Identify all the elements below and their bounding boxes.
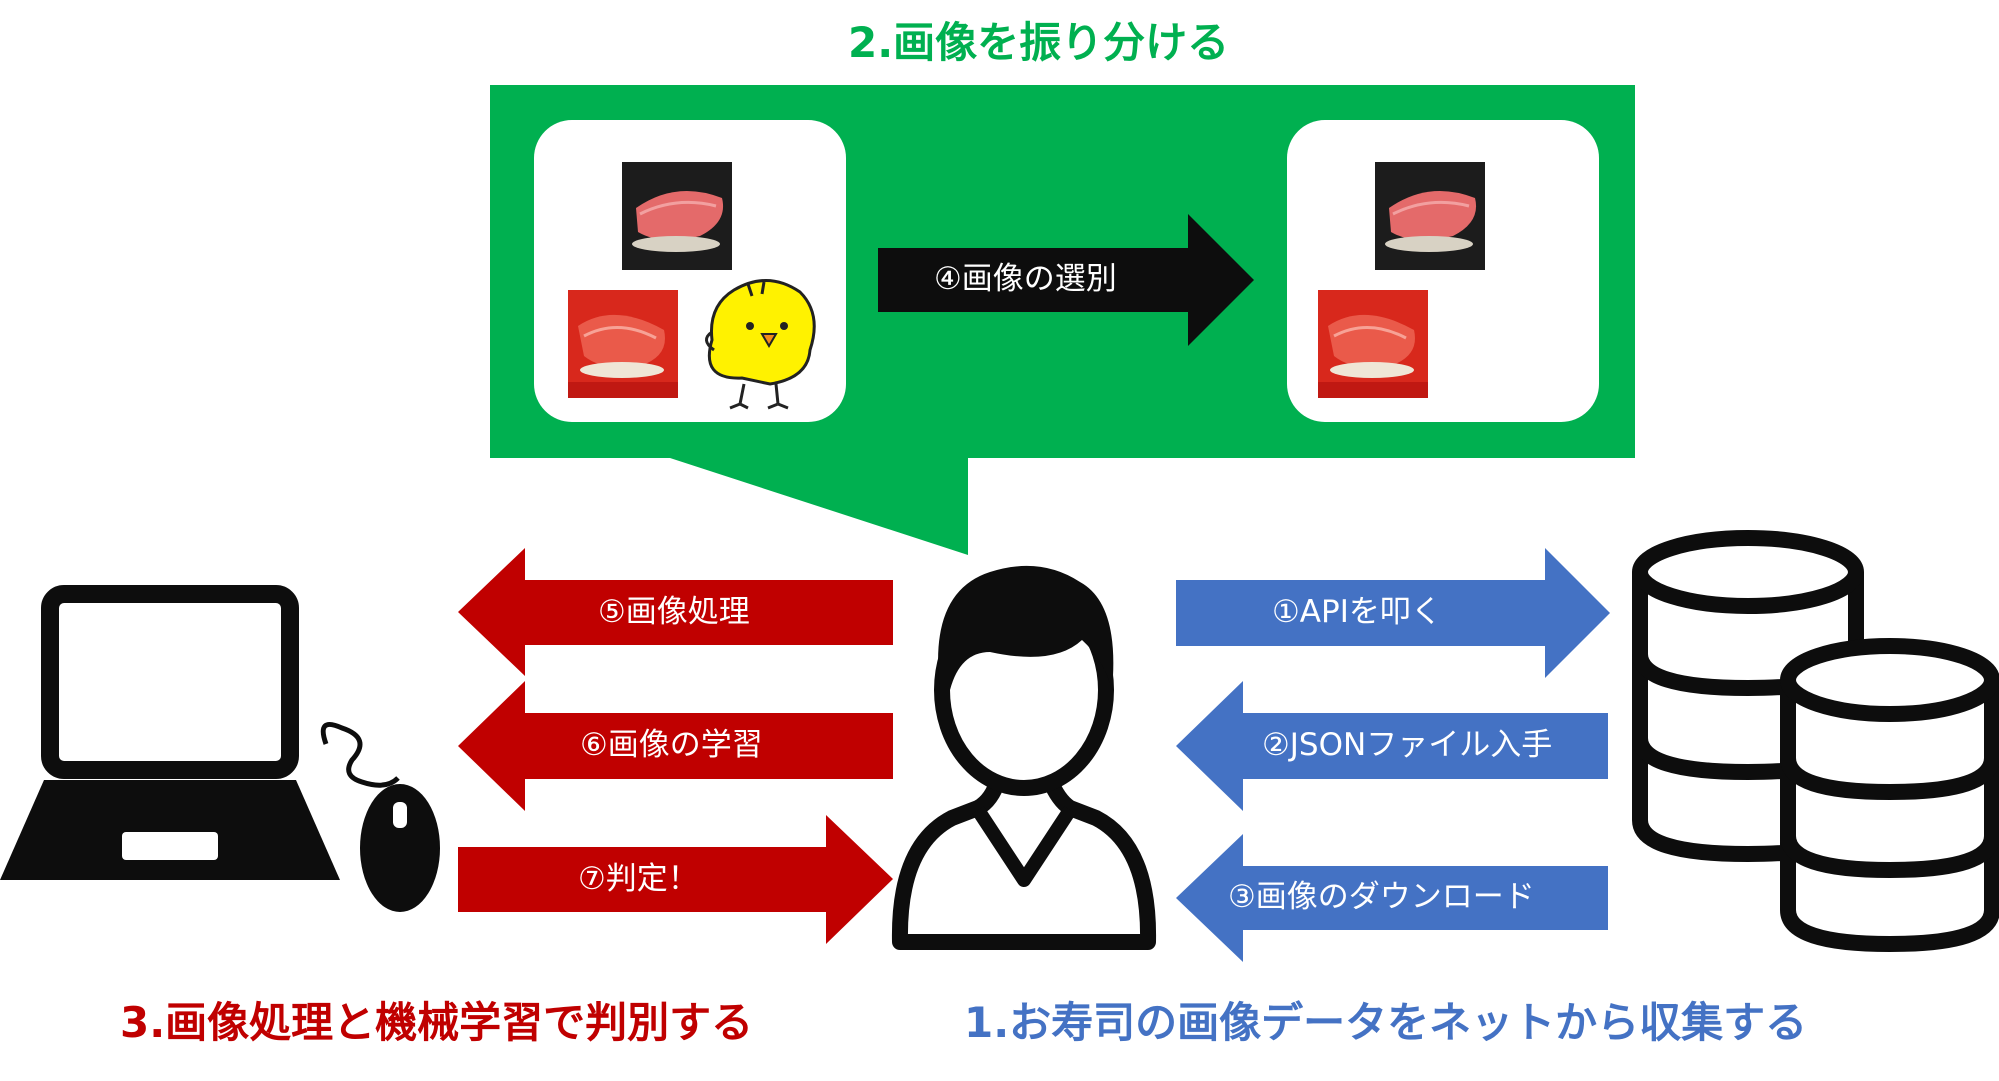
person-icon bbox=[891, 565, 1157, 950]
arrow-select-label: ④画像の選別 bbox=[934, 261, 1117, 297]
arrow-download bbox=[1176, 834, 1608, 962]
arrow-get-json bbox=[1176, 681, 1608, 811]
database-icon-2 bbox=[1780, 638, 1999, 953]
arrow-select bbox=[878, 214, 1254, 346]
arrow-get-json-label: ②JSONファイル入手 bbox=[1262, 727, 1553, 763]
sushi-photo-red bbox=[568, 290, 678, 398]
arrow-learning bbox=[458, 681, 893, 811]
arrow-call-api-label: ①APIを叩く bbox=[1272, 594, 1442, 630]
arrow-download-label: ③画像のダウンロード bbox=[1228, 879, 1535, 915]
arrow-judge bbox=[458, 815, 893, 944]
sushi-photo-red-sorted bbox=[1318, 290, 1428, 398]
arrow-judge-label: ⑦判定！ bbox=[578, 861, 699, 897]
arrow-call-api bbox=[1176, 548, 1610, 678]
title-process: 3.画像処理と機械学習で判別する bbox=[120, 998, 754, 1047]
arrow-image-processing-label: ⑤画像処理 bbox=[598, 594, 750, 630]
chick-illustration bbox=[705, 279, 816, 410]
laptop-icon bbox=[0, 585, 340, 880]
sushi-photo-dark-sorted bbox=[1375, 162, 1485, 270]
sushi-photo-dark bbox=[622, 162, 732, 270]
title-collect: 1.お寿司の画像データをネットから収集する bbox=[964, 998, 1808, 1047]
arrow-image-processing bbox=[458, 548, 893, 676]
arrow-learning-label: ⑥画像の学習 bbox=[580, 727, 763, 763]
title-sort: 2.画像を振り分ける bbox=[848, 18, 1230, 67]
mouse-icon bbox=[320, 722, 440, 912]
